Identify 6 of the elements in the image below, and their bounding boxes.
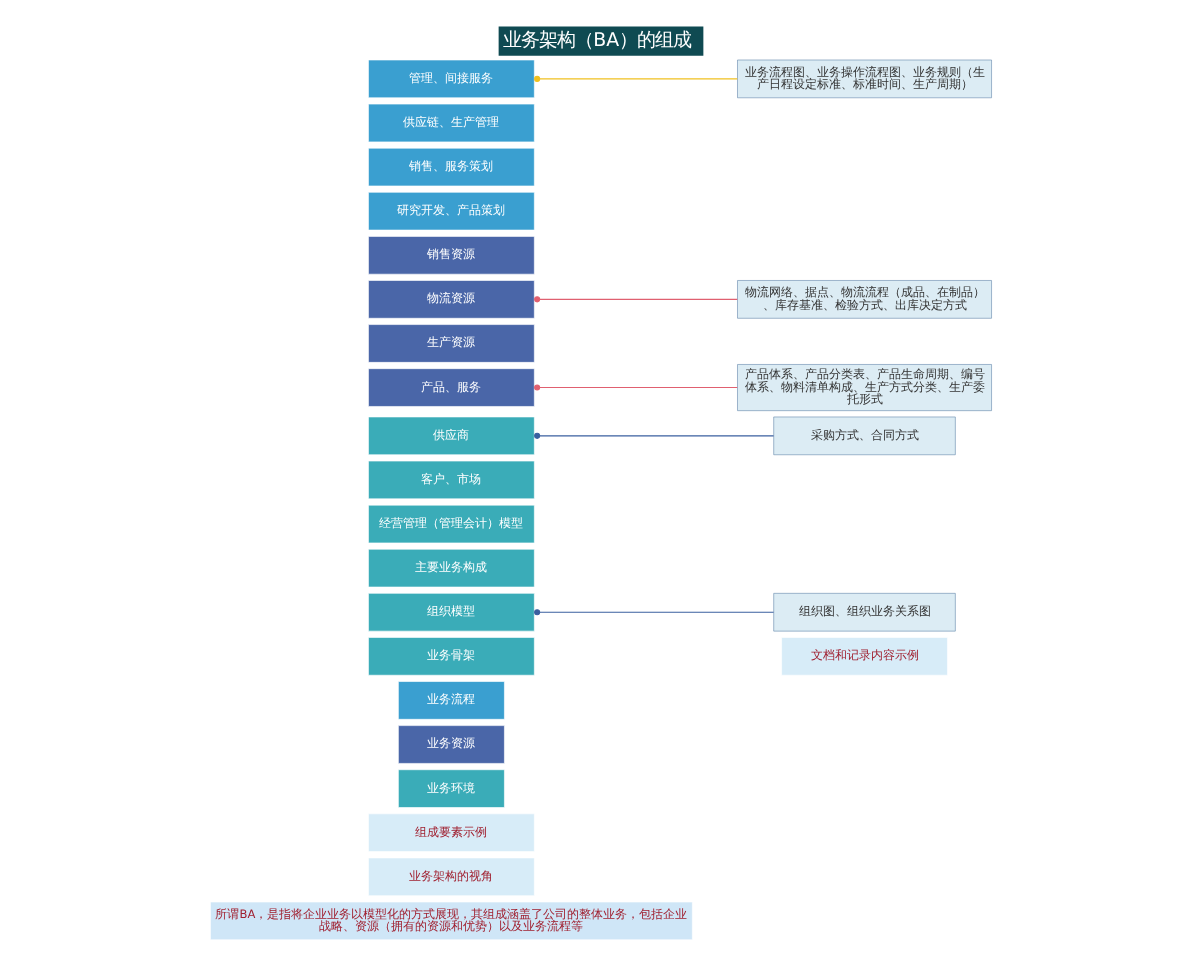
connector xyxy=(533,295,737,302)
connector xyxy=(533,431,774,438)
connector xyxy=(533,383,737,390)
connector xyxy=(533,74,737,81)
diagram-title: 业务架构（BA）的组成 xyxy=(502,28,691,51)
connector xyxy=(533,608,774,615)
